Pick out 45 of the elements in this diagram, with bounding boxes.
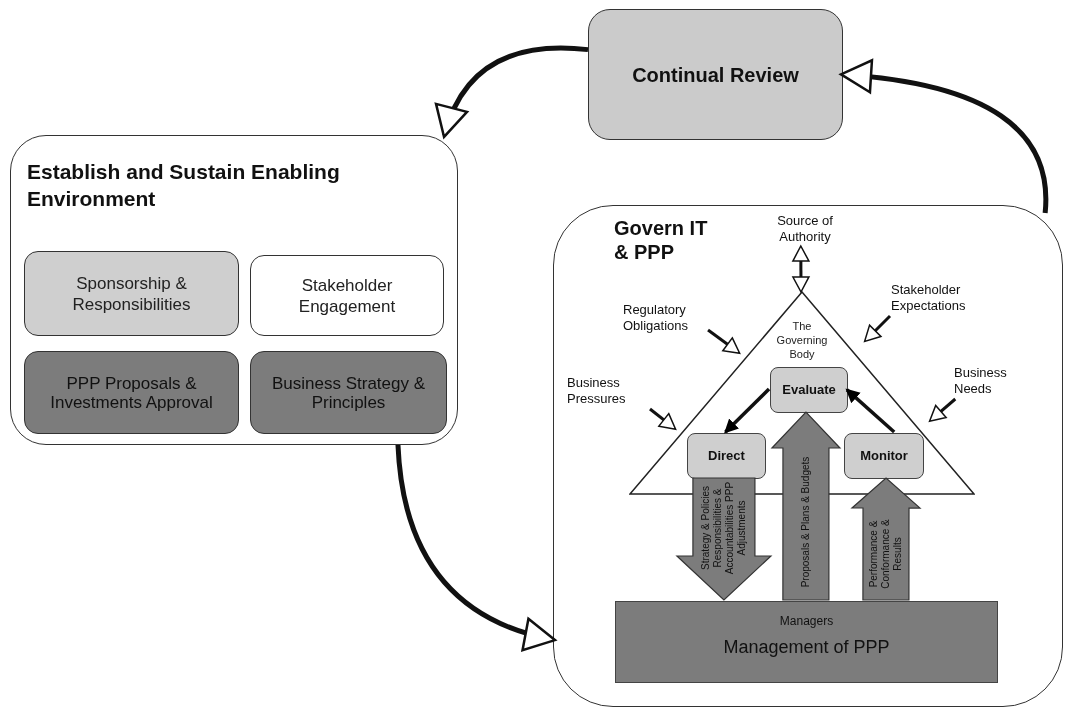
block-arrow [850, 477, 922, 601]
node-text: Source of Authority [776, 213, 834, 245]
process-box [24, 251, 239, 336]
group-panel [553, 205, 1063, 707]
node-text: Continual Review [632, 62, 799, 88]
node-text: Stakeholder Engagement [297, 274, 397, 317]
process-box [250, 351, 447, 434]
process-box [588, 9, 843, 140]
node-text: Evaluate [782, 381, 836, 400]
curved-arrow [395, 444, 557, 651]
arrow [792, 245, 810, 293]
node-text: PPP Proposals & Investments Approval [49, 373, 214, 412]
node-text: Managers [779, 613, 834, 630]
node-text: Business Pressures [567, 375, 627, 407]
arrow [649, 407, 677, 430]
arrow [863, 314, 892, 343]
edge-label: Proposals & Plans & Budgets [799, 455, 812, 590]
node-text: Regulatory Obligations [623, 302, 690, 334]
curved-arrow [839, 59, 1049, 214]
node-text: Monitor [860, 447, 908, 466]
process-box [770, 367, 848, 413]
arrow [845, 388, 896, 434]
edge-label: Performance & Conformance & Results [867, 518, 904, 591]
node-text: Establish and Sustain Enabling Environment [27, 159, 341, 212]
arrow [928, 397, 957, 422]
process-box [250, 255, 444, 336]
arrow [724, 387, 771, 434]
process-box [687, 433, 766, 479]
process-box [844, 433, 924, 479]
node-text: Direct [708, 447, 745, 466]
block-arrow [675, 477, 773, 601]
node-text: Business Strategy & Principles [270, 373, 427, 412]
node-text: Govern IT & PPP [614, 216, 709, 264]
arrow [707, 328, 741, 354]
node-text: Stakeholder Expectations [891, 282, 967, 314]
node-text: Sponsorship & Responsibilities [71, 272, 192, 315]
group-panel [10, 135, 458, 445]
block-arrow [770, 411, 842, 601]
curved-arrow [436, 45, 589, 139]
node-text: The Governing Body [775, 319, 829, 361]
edge-label: Strategy & Policies Responsibilities & Accountabilities PPP Adjustments [699, 480, 748, 577]
management-bar [615, 601, 998, 683]
node-text: Management of PPP [723, 636, 890, 659]
node-text: Business Needs [954, 365, 1008, 397]
process-box [24, 351, 239, 434]
